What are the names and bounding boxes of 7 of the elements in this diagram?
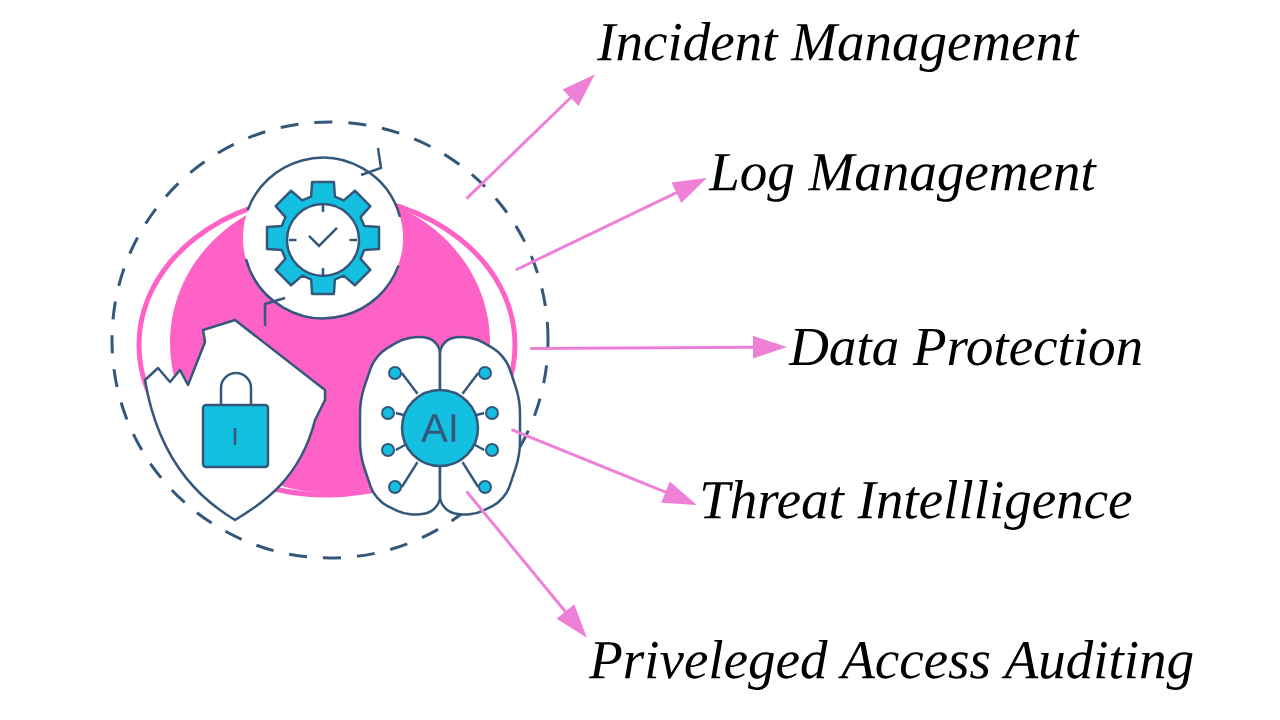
icon-cluster-drawing <box>110 120 550 560</box>
item-label: Priveleged Access Auditing <box>588 640 1193 690</box>
item-label: Incident Management <box>597 22 1080 72</box>
ai-label: AI <box>421 414 456 442</box>
item-label: Log Management <box>708 154 1097 202</box>
item-label: Threat Intellligence <box>702 480 1132 530</box>
item-label: Data Protection <box>788 328 1141 366</box>
